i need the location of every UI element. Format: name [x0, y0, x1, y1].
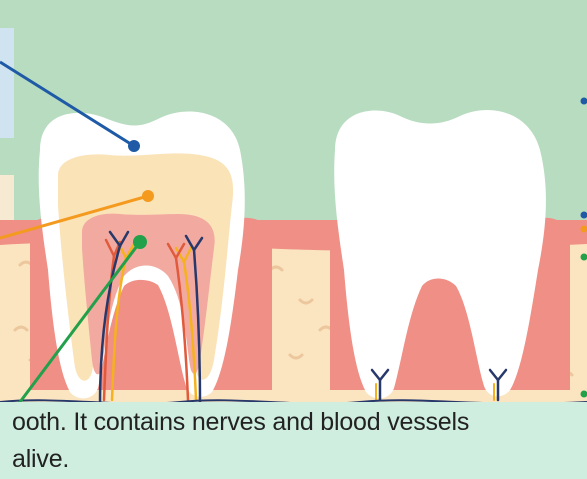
caption-line-2: alive. [12, 445, 69, 474]
caption-line-1: ooth. It contains nerves and blood vesse… [12, 408, 469, 437]
right-tooth [330, 110, 570, 400]
left-label-strip [0, 28, 14, 138]
left-tooth [30, 112, 272, 405]
